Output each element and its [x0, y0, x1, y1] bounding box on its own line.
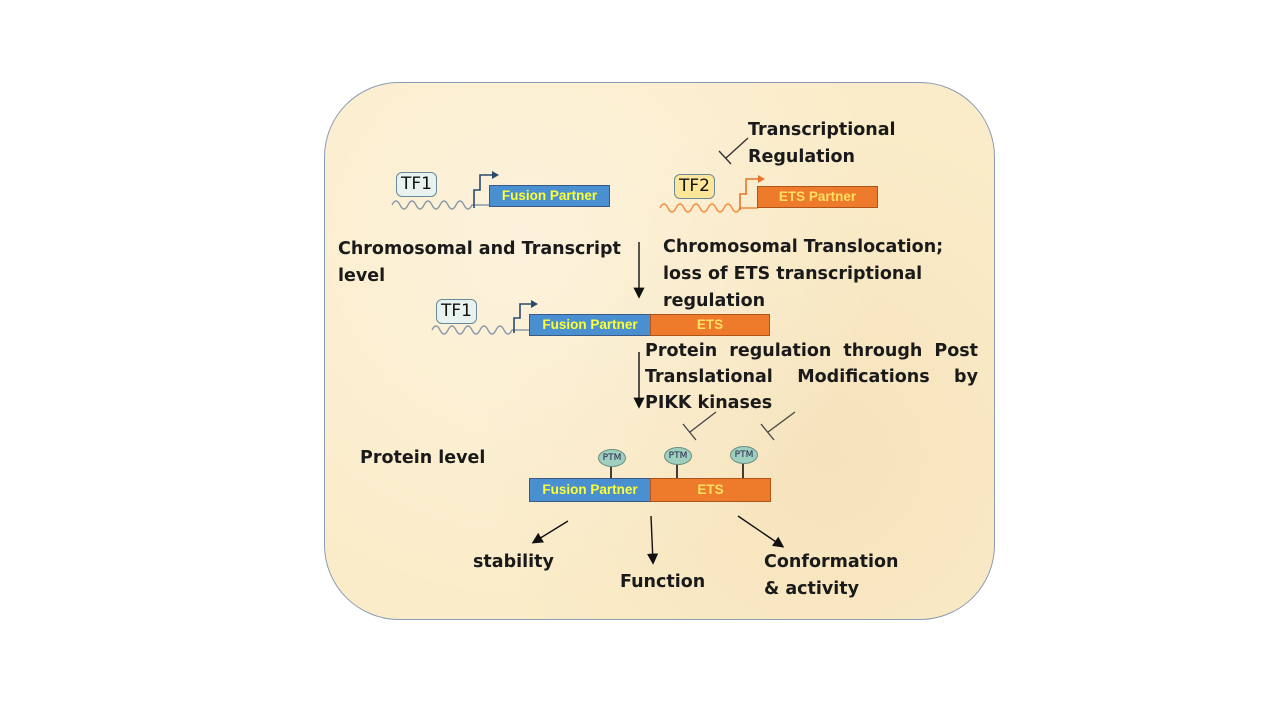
promoter-arrow-2	[739, 178, 760, 210]
tf2-label: TF2	[674, 174, 715, 199]
ets-gene-middle: ETS	[650, 314, 770, 336]
arrow-stability	[531, 520, 569, 544]
chromosomal-transcript-level-label: Chromosomal and Transcript level	[338, 239, 621, 286]
chromosomal-translocation-label: Chromosomal Translocation; loss of ETS t…	[663, 237, 944, 311]
arrow-conformation	[737, 515, 785, 548]
conformation-activity-label: Conformation & activity	[764, 552, 899, 599]
stability-label: stability	[473, 552, 554, 572]
dna-squiggle-3	[431, 325, 530, 335]
ets-partner-gene: ETS Partner	[757, 186, 878, 208]
diagram-panel	[324, 82, 995, 620]
ptm-marker-2: PTM	[664, 447, 692, 465]
inhibition-ptm-1	[689, 411, 717, 433]
ptm-marker-3: PTM	[730, 446, 758, 464]
ptm-marker-1: PTM	[598, 449, 626, 467]
protein-regulation-line3: PIKK kinases	[645, 393, 773, 413]
dna-squiggle-2	[659, 203, 758, 213]
dna-squiggle-1	[391, 200, 490, 210]
tf1-label-middle: TF1	[436, 299, 477, 324]
transcriptional-regulation-label: Transcriptional Regulation	[748, 120, 896, 167]
fusion-partner-gene-middle: Fusion Partner	[529, 314, 651, 336]
protein-regulation-line2: Translational Modifications by	[645, 367, 978, 387]
function-label: Function	[620, 572, 706, 592]
protein-regulation-line1: Protein regulation through Post	[645, 341, 978, 361]
tf1-label-top: TF1	[396, 172, 437, 197]
inhibition-ptm-2	[767, 411, 796, 433]
protein-level-label: Protein level	[360, 448, 486, 468]
promoter-arrow-3	[513, 303, 533, 333]
fusion-partner-gene-top: Fusion Partner	[489, 185, 610, 207]
inhibition-transcriptional	[725, 137, 749, 159]
arrow-function	[647, 515, 659, 565]
promoter-arrow-1	[473, 174, 494, 208]
fusion-partner-protein: Fusion Partner	[529, 478, 651, 502]
ets-protein: ETS	[650, 478, 771, 502]
